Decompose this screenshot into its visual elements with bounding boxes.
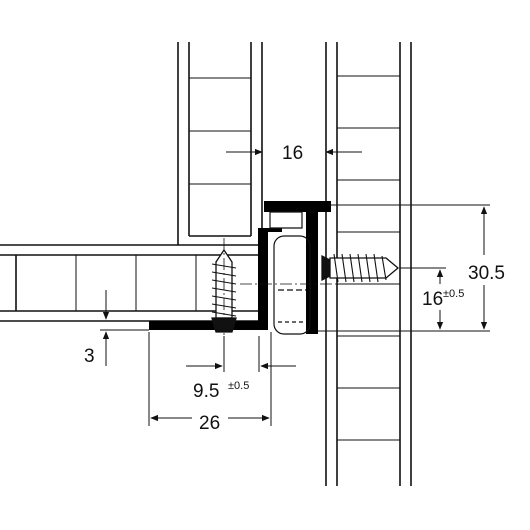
dimension-bottom-offset-label: 3 <box>84 346 95 367</box>
dimension-screw-offset-value: 9.5 <box>193 381 219 402</box>
dimension-total-height-label: 30.5 <box>468 263 505 284</box>
dimension-rail-width <box>148 332 272 426</box>
dimension-screw-offset <box>186 336 296 372</box>
dimension-bottom-offset <box>100 290 149 366</box>
horizontal-screw <box>321 253 400 283</box>
left-vertical-panel <box>177 42 263 245</box>
dimension-total-height <box>318 204 490 332</box>
slide-profile <box>149 201 331 334</box>
dimension-screw-height-tolerance: ±0.5 <box>443 288 464 300</box>
dimension-rail-width-label: 26 <box>199 413 220 434</box>
dimension-screw-offset-tolerance: ±0.5 <box>228 380 249 392</box>
center-lines <box>223 238 340 336</box>
runner-wheel <box>273 235 311 335</box>
dimension-screw-height <box>400 267 446 330</box>
dimension-screw-height-value: 16 <box>422 289 443 310</box>
dimension-gap-width-label: 16 <box>282 143 303 164</box>
